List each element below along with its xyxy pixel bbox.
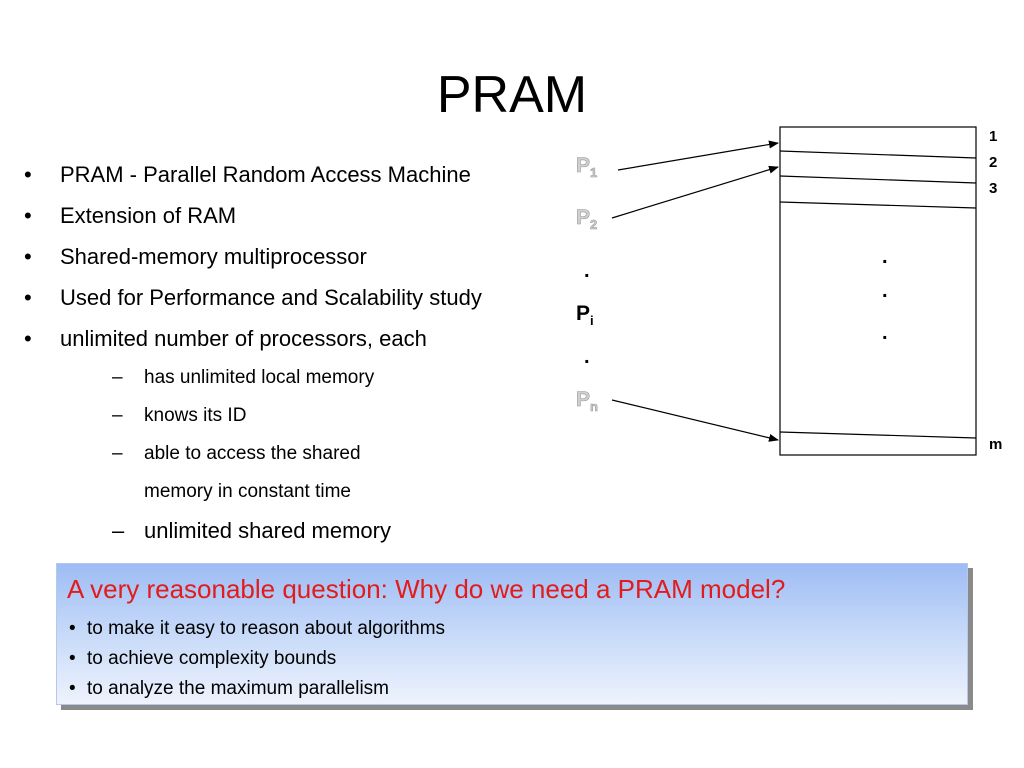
bullet-marker: • (69, 678, 76, 699)
bullet-marker: • (24, 162, 32, 187)
sub-bullet-list: –has unlimited local memory –knows its I… (60, 359, 580, 551)
processor-label: P (576, 154, 591, 178)
sub-bullet-text: able to access the shared (144, 443, 361, 464)
sub-bullet-text: unlimited shared memory (144, 518, 391, 543)
processor-index: i (590, 313, 594, 329)
bullet-item: • Shared-memory multiprocessor (20, 236, 580, 277)
bullet-item: • Extension of RAM (20, 195, 580, 236)
sub-bullet-continuation: memory in constant time (60, 473, 580, 511)
sub-bullet-marker: – (112, 518, 125, 543)
sub-bullet-text: knows its ID (144, 405, 247, 426)
sub-bullet-marker: – (112, 405, 123, 426)
question-item-text: to make it easy to reason about algorith… (87, 618, 446, 639)
sub-bullet-item: –able to access the shared (60, 435, 580, 473)
bullet-text: unlimited number of processors, each (60, 326, 427, 351)
bullet-item: • Used for Performance and Scalability st… (20, 277, 580, 318)
bullet-text: Extension of RAM (60, 203, 237, 228)
bullet-marker: • (69, 648, 76, 669)
question-box: A very reasonable question: Why do we ne… (56, 563, 968, 705)
sub-bullet-marker: – (112, 443, 123, 464)
question-item-text: to achieve complexity bounds (87, 648, 337, 669)
bullet-marker: • (24, 326, 32, 351)
sub-bullet-item: –knows its ID (60, 397, 580, 435)
processor-label: P (576, 388, 591, 412)
sub-bullet-item: –has unlimited local memory (60, 359, 580, 397)
sub-bullet-item: –unlimited shared memory (60, 511, 580, 551)
processor-ellipsis-dot: . (584, 346, 590, 368)
processor-label: P (576, 206, 591, 230)
bullet-marker: • (24, 244, 32, 269)
processor-ellipsis-dot: . (584, 260, 590, 282)
processor-pn: Pn (576, 388, 599, 415)
processor-p2: P2 (576, 206, 598, 233)
memory-cell-divider (779, 150, 977, 159)
memory-ellipsis-dot: . (882, 246, 888, 268)
processor-arrow (617, 140, 779, 171)
memory-ellipsis-dot: . (882, 280, 888, 302)
processor-pi: Pi (576, 302, 594, 328)
bullet-text: PRAM - Parallel Random Access Machine (60, 162, 471, 187)
memory-cell-label: m (989, 436, 1003, 453)
bullet-marker: • (69, 618, 76, 639)
bullet-marker: • (24, 285, 32, 310)
sub-bullet-text: memory in constant time (144, 481, 351, 502)
bullet-item: •unlimited number of processors, each –h… (20, 318, 580, 551)
memory-ellipsis-dot: . (882, 322, 888, 344)
question-item: • to analyze the maximum parallelism (69, 674, 445, 704)
slide-title: PRAM (436, 66, 588, 124)
sub-bullet-text: has unlimited local memory (144, 367, 375, 388)
memory-cell-label: 2 (989, 154, 998, 171)
processor-arrow (611, 399, 779, 442)
question-item: • to achieve complexity bounds (69, 644, 445, 674)
shared-memory-block (779, 126, 977, 456)
processor-index: n (590, 399, 599, 415)
memory-cell-divider (779, 201, 977, 209)
memory-cell-label: 3 (989, 180, 998, 197)
processor-arrow (611, 165, 779, 219)
sub-bullet-marker: – (112, 367, 123, 388)
processor-index: 1 (590, 165, 598, 181)
question-item-text: to analyze the maximum parallelism (87, 678, 390, 699)
question-item: • to make it easy to reason about algorit… (69, 614, 445, 644)
processor-p1: P1 (576, 154, 598, 181)
bullet-list: • PRAM - Parallel Random Access Machine •… (20, 154, 580, 551)
bullet-item: • PRAM - Parallel Random Access Machine (20, 154, 580, 195)
question-list: • to make it easy to reason about algorit… (69, 614, 445, 704)
bullet-text: Used for Performance and Scalability stu… (60, 285, 482, 310)
processor-label: P (576, 302, 591, 325)
memory-cell-label: 1 (989, 128, 998, 145)
bullet-text: Shared-memory multiprocessor (60, 244, 367, 269)
memory-cell-divider (779, 431, 977, 439)
processor-index: 2 (590, 217, 598, 233)
memory-cell-divider (779, 175, 977, 184)
question-title: A very reasonable question: Why do we ne… (67, 574, 786, 604)
bullet-marker: • (24, 203, 32, 228)
